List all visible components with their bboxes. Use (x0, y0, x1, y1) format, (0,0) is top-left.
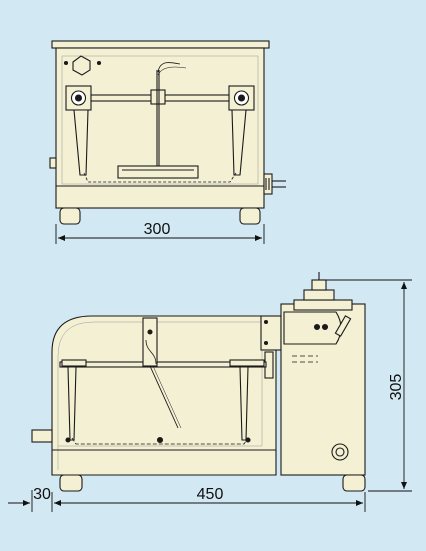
probe-rod (149, 365, 179, 429)
basket-dot (245, 437, 251, 443)
side-crossbar (59, 361, 267, 368)
screw-dot (263, 340, 269, 346)
side-right-plate (239, 366, 249, 441)
lever-handle (334, 315, 352, 337)
basket-dot (156, 436, 164, 444)
screw-dot (96, 60, 102, 66)
center-clamp (150, 89, 166, 105)
side-height-dimension (320, 279, 412, 492)
left-knob (49, 157, 57, 169)
side-left-plate (67, 366, 77, 441)
control-knob-inner (335, 447, 345, 457)
front-foot-left (59, 207, 81, 225)
side-length-dimension (8, 490, 366, 512)
front-view (49, 40, 286, 225)
arm-bolt (313, 323, 321, 331)
pulley-cap (293, 299, 353, 311)
screw-dot (263, 319, 269, 325)
bottom-plate (117, 165, 199, 179)
dashed-basket (83, 172, 237, 183)
screw-dot (63, 60, 69, 66)
pulley-head (311, 279, 327, 291)
front-body (55, 47, 265, 209)
side-height-label: 305 (388, 374, 405, 401)
side-foot-right (342, 474, 366, 492)
right-bearing-hub (237, 94, 246, 102)
left-side-plate (73, 109, 89, 176)
front-inner-outline (61, 55, 259, 185)
side-view (31, 272, 366, 492)
side-foot-left (59, 474, 83, 492)
right-arm-cap (229, 359, 265, 367)
left-arm-cap (61, 359, 87, 367)
basket-dot (65, 437, 71, 443)
side-body (51, 315, 277, 476)
side-inner-outline (57, 321, 263, 470)
side-length-label: 450 (197, 486, 224, 503)
hanger-bolt (147, 329, 153, 335)
probe-wire (157, 62, 181, 73)
side-offset-label: 30 (33, 486, 51, 503)
front-width-dimension (55, 224, 265, 244)
front-foot-right (239, 207, 261, 225)
left-bearing-hub (74, 94, 83, 102)
control-panel (260, 315, 282, 351)
drain-tap (31, 429, 53, 443)
probe-wire (145, 339, 157, 365)
probe-wire (157, 66, 187, 76)
arm-bolt (321, 323, 329, 331)
control-knob-icon (331, 443, 349, 461)
probe-rod-edge (152, 365, 182, 429)
hexagon-nut-icon (72, 55, 91, 76)
arm-bracket (283, 311, 342, 345)
side-connector (263, 173, 273, 195)
right-side-plate (231, 109, 247, 176)
side-dashed-basket (71, 437, 249, 445)
front-width-label: 300 (144, 221, 171, 238)
front-lid (51, 40, 270, 49)
pulley-mount (303, 289, 335, 301)
